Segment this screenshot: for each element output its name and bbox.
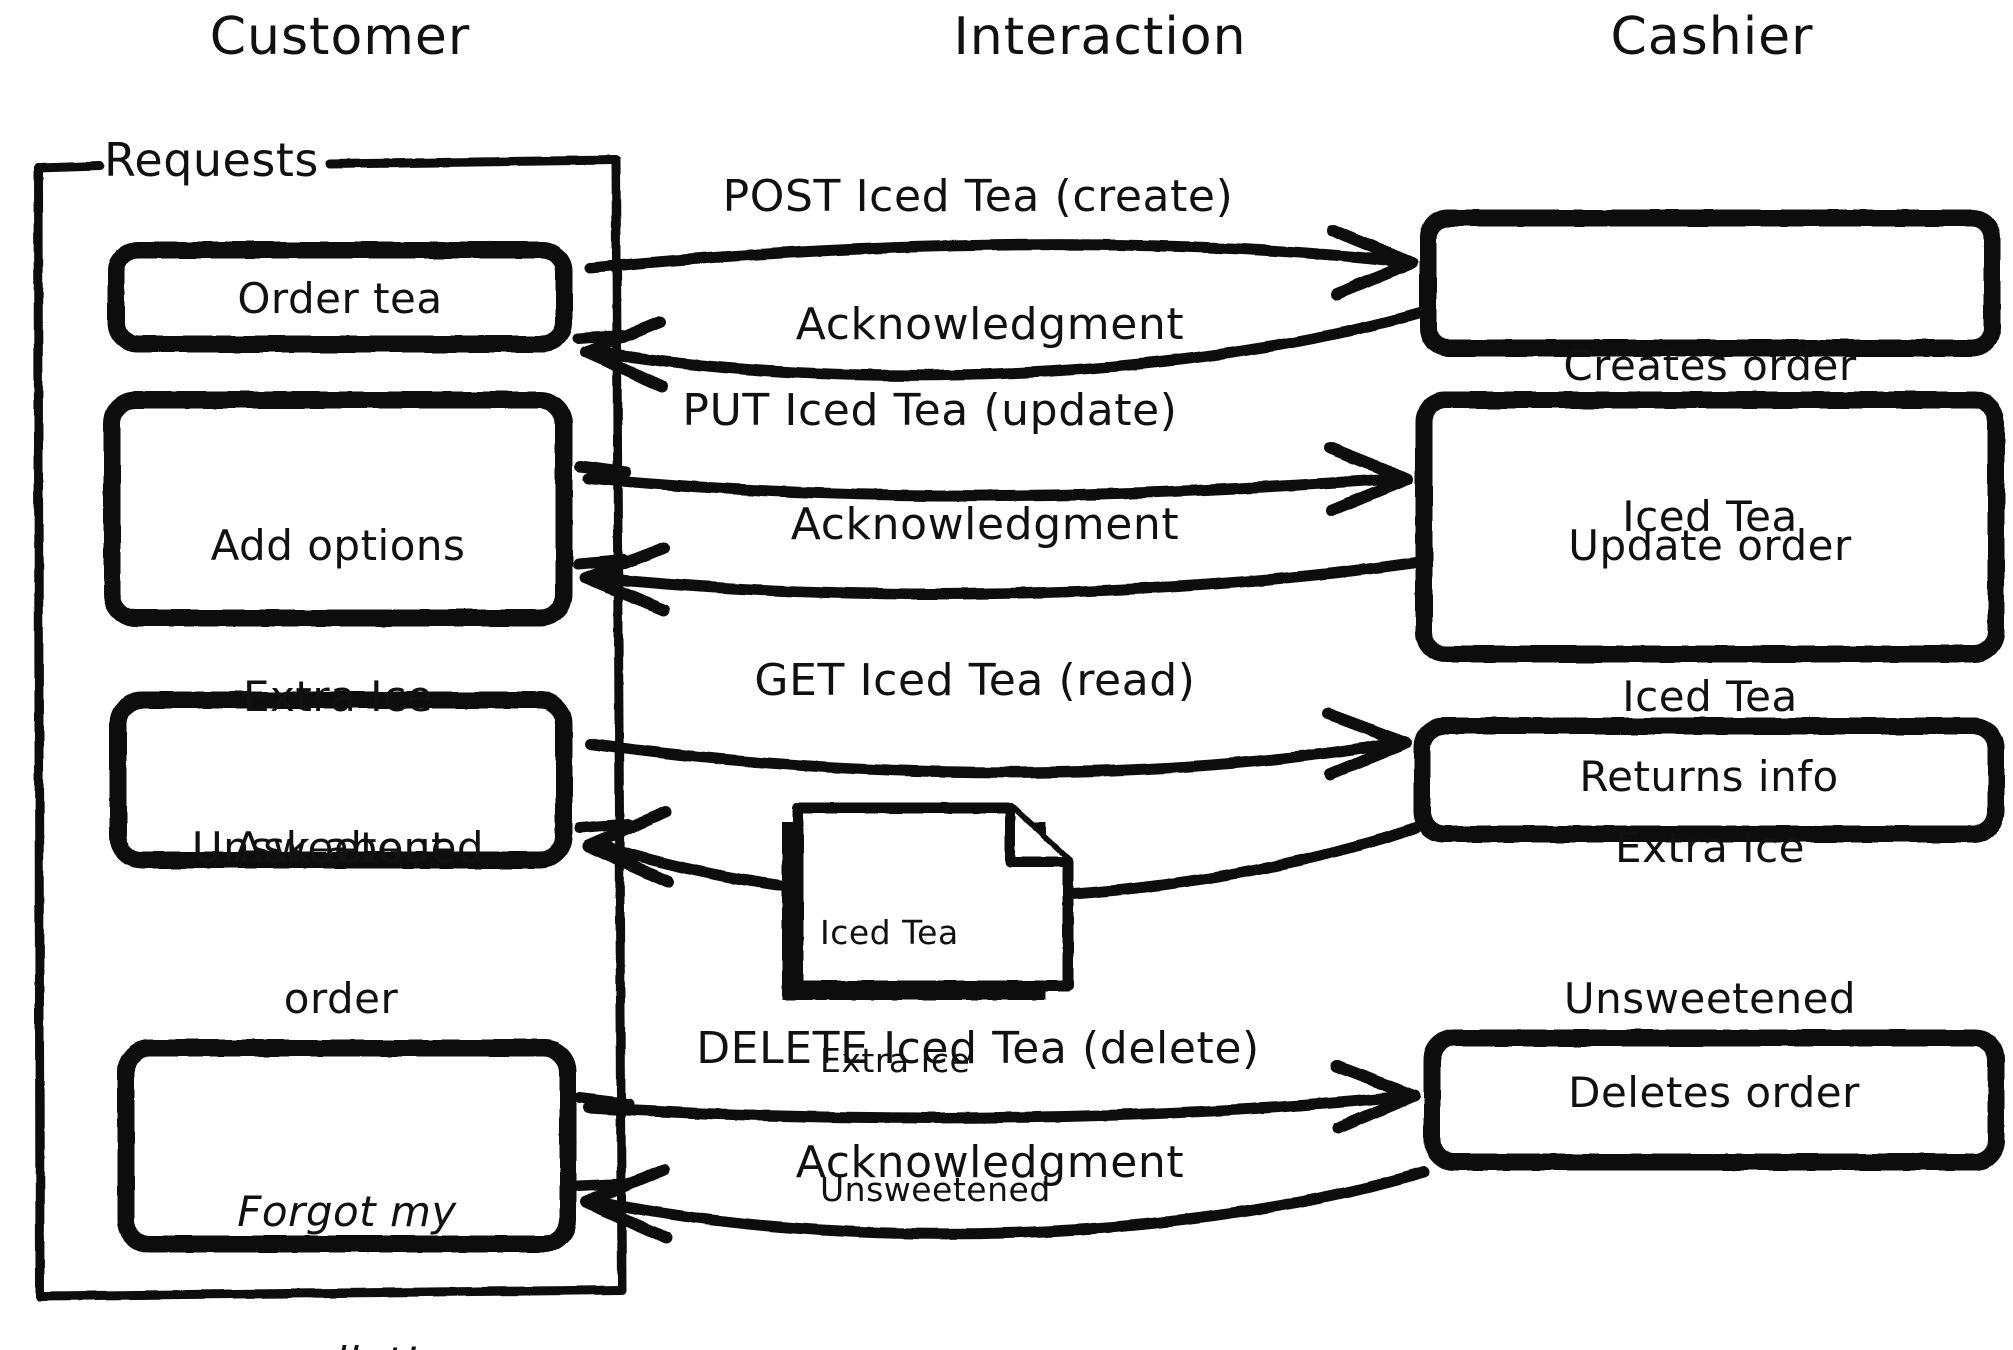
- edge-ack-delete-tick: [572, 1178, 630, 1192]
- edge-post-create-line: [584, 239, 1411, 274]
- edge-ack-create-arrowhead: [580, 316, 668, 392]
- node-update-order-line-1: Update order: [1568, 520, 1852, 570]
- edge-put-update-arrowhead: [1324, 442, 1414, 516]
- node-add-options-box: [103, 391, 573, 627]
- node-returns-info-box: [1413, 717, 2005, 843]
- column-header-interaction: Interaction: [953, 7, 1247, 67]
- edge-get-response-tick: [574, 818, 634, 834]
- node-ask-about-order-box: [109, 691, 573, 869]
- note-fold-icon: [1005, 803, 1073, 867]
- edge-ack-delete-line: [594, 1166, 1430, 1240]
- requests-group-outline: [33, 155, 627, 1301]
- node-ask-about-order-line-2: order: [283, 973, 399, 1023]
- node-update-order-line-3: Extra Ice: [1614, 823, 1806, 873]
- node-creates-order-line-2: Iced Tea: [1622, 491, 1798, 541]
- requests-group-label: Requests: [104, 133, 319, 187]
- node-order-tea-box: [107, 241, 573, 353]
- node-forgot-wallet-line-1: Forgot my: [237, 1186, 457, 1236]
- edge-delete-line: [582, 1090, 1412, 1124]
- node-add-options-line-2: Extra Ice: [242, 671, 434, 721]
- edge-put-update-line: [582, 472, 1406, 502]
- node-update-order-line-2: Iced Tea: [1622, 671, 1798, 721]
- order-detail-note-text: Iced Tea Extra Ice Unsweetened: [820, 826, 1060, 1298]
- order-detail-note-shape: [782, 802, 1074, 1000]
- node-creates-order-box: [1419, 209, 2001, 357]
- edge-label-ack-create: Acknowledgment: [795, 299, 1185, 350]
- edge-ack-create-tick: [572, 329, 628, 344]
- edge-label-ack-delete: Acknowledgment: [795, 1137, 1185, 1188]
- edge-ack-update-arrowhead: [580, 542, 670, 616]
- node-forgot-wallet-line-2: wallet!: [137, 1338, 557, 1350]
- node-forgot-wallet-box: [117, 1039, 577, 1253]
- node-ask-about-order-line-1: Ask about: [234, 822, 448, 872]
- column-header-customer: Customer: [209, 7, 471, 67]
- edge-ack-delete-arrowhead: [580, 1164, 672, 1244]
- node-add-options-label: Add options Extra Ice Unsweetened: [123, 420, 553, 974]
- edge-get-read-arrowhead: [1322, 708, 1412, 780]
- node-update-order-box: [1415, 391, 2005, 663]
- note-line-2: Extra Ice: [820, 1041, 971, 1081]
- node-add-options-line-1: Add options: [210, 520, 466, 570]
- edge-label-put-update: PUT Iced Tea (update): [682, 385, 1178, 436]
- node-creates-order-label: Creates order Iced Tea: [1440, 240, 1980, 643]
- edge-ack-update-tick: [572, 554, 630, 570]
- node-deletes-order-box: [1423, 1029, 2005, 1171]
- edge-label-post-create: POST Iced Tea (create): [722, 171, 1234, 222]
- edge-put-update-tick: [574, 460, 632, 478]
- node-add-options-line-3: Unsweetened: [191, 823, 485, 873]
- edge-get-read-line: [584, 736, 1404, 778]
- node-forgot-wallet-label: Forgot my wallet!: [137, 1086, 557, 1350]
- node-deletes-order-label: Deletes order: [1568, 1068, 1860, 1117]
- note-line-1: Iced Tea: [820, 912, 959, 952]
- edge-ack-create-line: [592, 306, 1430, 381]
- edge-label-ack-update: Acknowledgment: [790, 499, 1180, 550]
- edge-label-get-read: GET Iced Tea (read): [754, 655, 1196, 706]
- note-body: [792, 802, 1074, 992]
- column-header-cashier: Cashier: [1610, 7, 1814, 67]
- edge-ack-update-line: [594, 556, 1426, 600]
- node-order-tea-label: Order tea: [237, 274, 443, 323]
- edge-delete-tick: [574, 1092, 634, 1110]
- edge-post-create-arrowhead: [1326, 224, 1418, 300]
- node-creates-order-line-1: Creates order: [1563, 340, 1857, 390]
- node-update-order-line-4: Unsweetened: [1563, 974, 1857, 1024]
- node-update-order-label: Update order Iced Tea Extra Ice Unsweete…: [1440, 420, 1980, 1125]
- edge-label-delete: DELETE Iced Tea (delete): [696, 1023, 1260, 1074]
- edge-delete-arrowhead: [1330, 1060, 1420, 1134]
- edge-get-response-arrowhead: [582, 806, 674, 888]
- node-ask-about-order-label: Ask about order: [131, 722, 551, 1125]
- note-line-3: Unsweetened: [820, 1170, 1051, 1210]
- node-returns-info-label: Returns info: [1579, 752, 1839, 801]
